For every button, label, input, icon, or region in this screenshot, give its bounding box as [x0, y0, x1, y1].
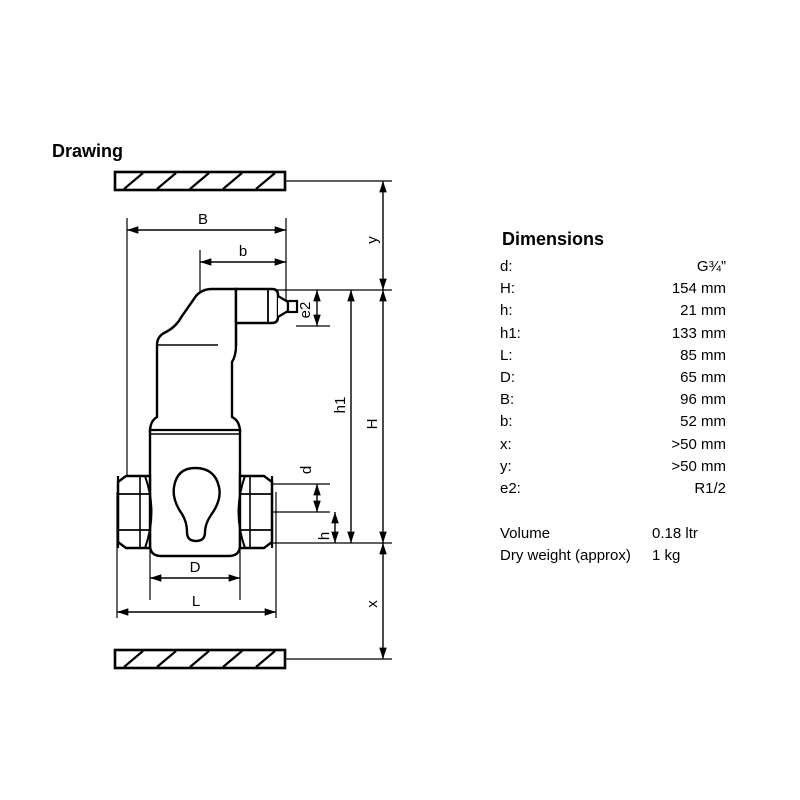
dimension-label-b: b	[239, 243, 247, 260]
dimension-row: L: 85 mm	[500, 345, 726, 367]
dimension-row: d: G¾”	[500, 256, 726, 278]
dimension-extra-value: 1 kg	[652, 547, 681, 565]
dimension-key: B:	[500, 391, 515, 409]
dimension-key: D:	[500, 368, 515, 386]
dimension-key: L:	[500, 346, 513, 364]
dimension-value: R1/2	[694, 479, 726, 497]
dimension-value: >50 mm	[671, 435, 726, 453]
vent-cap-nozzle	[234, 287, 299, 325]
left-union-nut	[116, 474, 153, 550]
dimension-key: y:	[500, 457, 512, 475]
dimension-key: h1:	[500, 324, 521, 342]
dimension-key: h:	[500, 302, 513, 320]
dimension-row: b: 52 mm	[500, 411, 726, 433]
dimension-extra-key: Volume	[500, 525, 551, 542]
dimension-extra-value: 0.18 ltr	[652, 525, 698, 542]
dimension-value: 65 mm	[680, 368, 726, 386]
dimension-label-L: L	[192, 593, 200, 610]
dimensions-table: d: G¾” H: 154 mm h: 21 mm h1: 133 mm L: 85 mm D: 65…	[500, 256, 726, 500]
dimension-value: >50 mm	[671, 457, 726, 475]
dimension-row: x: >50 mm	[500, 434, 726, 456]
bottom-wall-hatch	[113, 648, 287, 670]
dimension-labels: B b D L y H x h1 e2 d h	[190, 211, 381, 610]
dimension-label-h: h	[316, 532, 333, 540]
float-teardrop	[172, 466, 221, 543]
dimension-value: 21 mm	[680, 302, 726, 320]
top-wall-hatch	[113, 170, 287, 192]
dimension-value: 52 mm	[680, 413, 726, 431]
dimension-key: H:	[500, 280, 515, 298]
dimension-value: G¾”	[696, 258, 726, 275]
dimension-label-h1: h1	[332, 397, 349, 414]
dimension-extra-key: Dry weight (approx)	[500, 547, 631, 565]
dimension-row: B: 96 mm	[500, 389, 726, 411]
dimension-key: x:	[500, 435, 512, 453]
right-union-nut	[237, 474, 274, 550]
dimension-key: d:	[500, 258, 513, 275]
dimension-label-e2: e2	[297, 302, 314, 319]
dimension-label-H: H	[364, 419, 381, 430]
dimension-label-x: x	[364, 600, 381, 608]
dimension-row: h: 21 mm	[500, 300, 726, 322]
dimension-row: e2: R1/2	[500, 478, 726, 500]
dimension-label-d: d	[298, 466, 315, 474]
dimension-key: b:	[500, 413, 513, 431]
drawing-section-title: Drawing	[52, 141, 124, 161]
dimension-extra-row: Dry weight (approx) 1 kg	[500, 545, 726, 567]
dimension-row: y: >50 mm	[500, 456, 726, 478]
dimension-row: H: 154 mm	[500, 278, 726, 300]
dimension-label-D: D	[190, 559, 201, 576]
dimension-value: 133 mm	[671, 324, 726, 342]
dimension-row: D: 65 mm	[500, 367, 726, 389]
dimension-extra-row: Volume 0.18 ltr	[500, 523, 726, 545]
dimension-key: e2:	[500, 479, 521, 497]
dimension-value: 96 mm	[680, 391, 726, 409]
dimension-value: 154 mm	[671, 280, 726, 298]
dimensions-section-title: Dimensions	[502, 229, 605, 249]
dimension-label-B: B	[198, 211, 208, 228]
dimension-label-y: y	[364, 236, 381, 244]
dimension-row: h1: 133 mm	[500, 323, 726, 345]
dimension-value: 85 mm	[680, 346, 726, 364]
